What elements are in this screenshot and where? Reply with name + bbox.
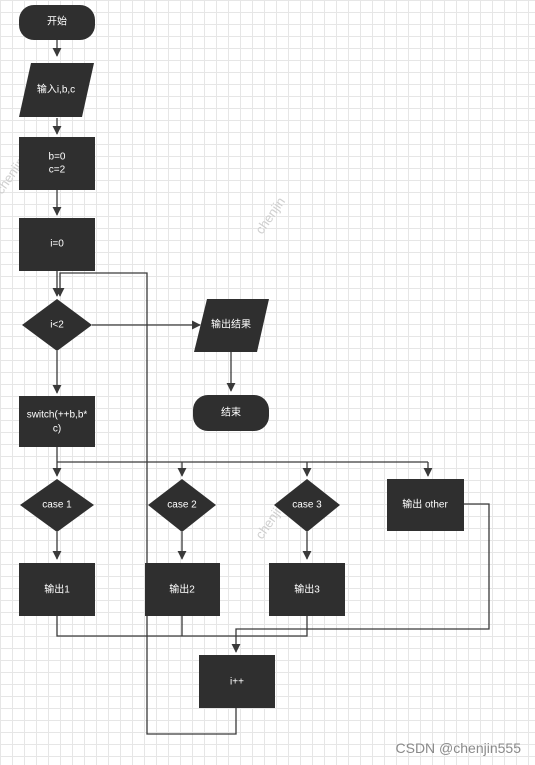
nodes: [19, 5, 464, 708]
output-result-label: 输出结果: [211, 318, 251, 331]
start-terminal: [19, 5, 95, 40]
out-other-process: [387, 479, 464, 531]
end-terminal: [193, 395, 269, 431]
input-parallelogram: [19, 63, 94, 117]
start-label: 开始: [47, 15, 67, 28]
init-i-label: i=0: [50, 239, 64, 250]
incr-process: [199, 655, 275, 708]
switch-process: [19, 396, 95, 447]
out1-label: 输出1: [44, 583, 70, 596]
out2-label: 输出2: [169, 583, 195, 596]
init-i-process: [19, 218, 95, 271]
incr-label: i++: [230, 677, 244, 688]
cond-diamond: [22, 299, 92, 351]
init-c-label: c=2: [49, 165, 66, 176]
case2-diamond: [148, 479, 216, 532]
init-b-label: b=0: [49, 152, 66, 163]
case1-diamond: [20, 479, 94, 532]
credit-watermark: CSDN @chenjin555: [395, 740, 522, 756]
input-label: 输入i,b,c: [37, 83, 75, 96]
edge-outs-merge: [56, 616, 308, 637]
out3-label: 输出3: [294, 583, 320, 596]
out-other-label: 输出 other: [402, 498, 448, 511]
case2-label: case 2: [167, 500, 197, 511]
watermark-1: chenjin: [252, 194, 288, 236]
out1-process: [19, 563, 95, 616]
switch-label-line1: switch(++b,b*: [27, 410, 88, 421]
out2-process: [145, 563, 220, 616]
switch-label-line2: c): [53, 424, 61, 435]
edge-loop-back: [55, 272, 237, 735]
case1-label: case 1: [42, 500, 72, 511]
connectors: [52, 40, 490, 735]
output-result-parallelogram: [194, 299, 269, 352]
case3-diamond: [274, 479, 340, 532]
end-label: 结束: [221, 406, 241, 419]
out3-process: [269, 563, 345, 616]
init-bc-process: [19, 137, 95, 190]
cond-label: i<2: [50, 320, 64, 331]
edge-other-merge: [231, 503, 490, 653]
case3-label: case 3: [292, 500, 322, 511]
